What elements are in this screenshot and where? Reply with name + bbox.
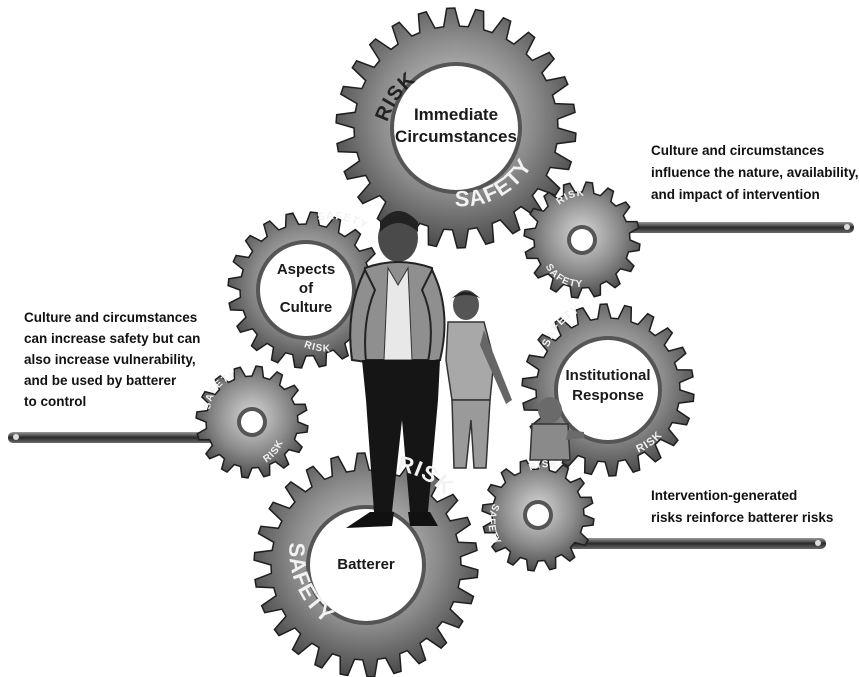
gear-batterer-hub [310, 509, 422, 621]
caption-top-right-line2: influence the nature, availability, [651, 165, 859, 180]
child-figure [445, 290, 512, 469]
gear-aspects-of-culture-hub [260, 244, 352, 336]
gear-labels: Immediate Circumstances Aspects of Cultu… [277, 105, 651, 573]
gear-aspects-of-culture [227, 211, 385, 369]
institutional-line1: Institutional [566, 367, 651, 384]
gear-small-bottom [481, 458, 595, 572]
caption-top-right-line1: Culture and circumstances [651, 143, 824, 158]
caption-bottom-right: Intervention-generated risks reinforce b… [651, 488, 833, 525]
gear-small-right [523, 181, 641, 299]
gear-small-left-hub [241, 411, 263, 433]
caption-left: Culture and circumstances can increase s… [24, 310, 200, 409]
small-bottom-risk-ring: RISK [527, 459, 559, 473]
rod-left-end [13, 434, 19, 440]
adult-figure [346, 211, 446, 528]
immediate-line1: Immediate [414, 105, 498, 124]
gear-immediate-circumstances-hub [394, 66, 518, 190]
rod-top-right [602, 222, 854, 233]
culture-line2: of [299, 280, 314, 297]
caption-left-line2: can increase safety but can [24, 331, 200, 346]
caption-top-right-line3: and impact of intervention [651, 187, 820, 202]
caption-left-line3: also increase vulnerability, [24, 352, 196, 367]
institutional-line2: Response [572, 387, 644, 404]
aspects-of-culture-label: Aspects of Culture [277, 261, 335, 316]
rod-bottom-right-end [815, 540, 821, 546]
rod-left [8, 432, 256, 443]
rod-top-right-end [844, 224, 850, 230]
caption-left-line5: to control [24, 394, 86, 409]
gear-small-right-hub [571, 229, 593, 251]
institutional-response-label: Institutional Response [566, 367, 651, 404]
family-figures [346, 211, 584, 528]
caption-bottom-right-line2: risks reinforce batterer risks [651, 510, 833, 525]
immediate-line2: Circumstances [395, 127, 517, 146]
caption-bottom-right-line1: Intervention-generated [651, 488, 797, 503]
culture-line3: Culture [280, 299, 333, 316]
caption-top-right: Culture and circumstances influence the … [651, 143, 859, 202]
caption-left-line1: Culture and circumstances [24, 310, 197, 325]
culture-line1: Aspects [277, 261, 335, 278]
toddler-figure [529, 397, 584, 461]
batterer-line1: Batterer [337, 556, 395, 573]
gear-small-bottom-hub [527, 504, 549, 526]
connector-rods [8, 222, 854, 549]
gear-immediate-circumstances [335, 7, 577, 249]
batterer-label: Batterer [337, 556, 395, 573]
caption-left-line4: and be used by batterer [24, 373, 177, 388]
rod-bottom-right [540, 538, 826, 549]
gear-institutional-response-hub [558, 340, 658, 440]
gear-small-left [195, 365, 309, 479]
immediate-circumstances-label: Immediate Circumstances [395, 105, 517, 146]
